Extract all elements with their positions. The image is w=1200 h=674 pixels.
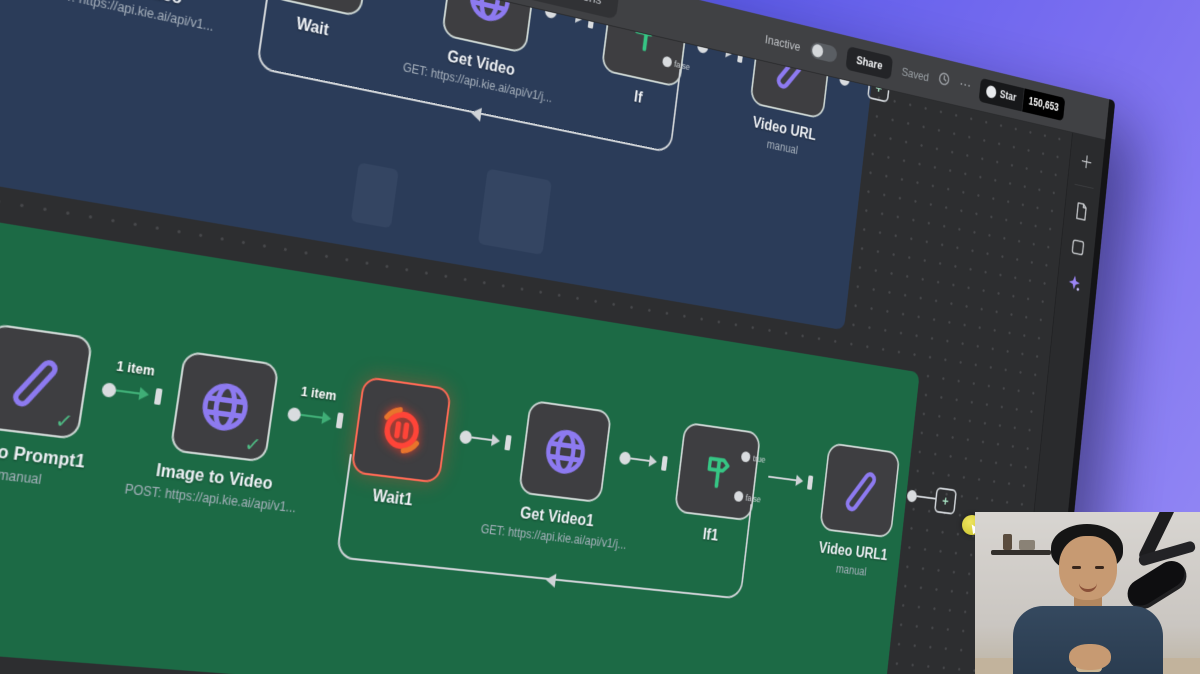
ai-assistant-icon[interactable] — [1064, 271, 1084, 297]
add-node-icon[interactable]: ＋ — [1079, 152, 1094, 174]
pencil-icon — [1, 349, 67, 414]
globe-icon — [539, 423, 591, 480]
rail-divider — [1074, 183, 1094, 189]
toggle-knob — [811, 43, 824, 59]
sticky-note-icon[interactable] — [1068, 234, 1088, 260]
node-video-prompt1[interactable]: ✓ Video Prompt1 manual — [0, 320, 110, 492]
node-image-to-video[interactable]: ✓ Image to Video POST: https://api.kie.a… — [124, 348, 297, 516]
person-hands — [1069, 644, 1111, 670]
node-video-url1[interactable]: Video URL1 manual — [802, 441, 911, 582]
github-star-label: Star — [999, 87, 1017, 104]
share-button[interactable]: Share — [845, 45, 894, 80]
success-check-icon: ✓ — [243, 433, 263, 458]
github-star-count: 150,653 — [1021, 87, 1066, 121]
signpost-icon — [697, 448, 738, 495]
person-eye — [1072, 566, 1081, 569]
pencil-icon — [838, 464, 883, 517]
success-check-icon: ✓ — [53, 409, 75, 435]
saved-status: Saved — [901, 64, 930, 84]
webcam-overlay — [975, 512, 1200, 674]
document-icon[interactable] — [1072, 199, 1092, 225]
ghost-highlight — [477, 168, 552, 255]
workflow-status-label: Inactive — [764, 31, 802, 54]
more-options-icon[interactable]: ⋯ — [958, 76, 972, 95]
workflow-canvas[interactable]: Video Prompt manual Text to Video POST: … — [0, 0, 1073, 674]
shelf-item — [1019, 540, 1035, 550]
history-icon[interactable] — [937, 71, 950, 91]
person-eye — [1095, 566, 1104, 569]
n8n-editor-screen: Editor Executions Evaluations Inactive S… — [0, 0, 1116, 674]
ghost-highlight — [350, 162, 399, 229]
activate-toggle[interactable] — [809, 40, 838, 64]
person-face — [1059, 536, 1117, 600]
globe-icon — [195, 376, 256, 438]
shelf-item — [1003, 534, 1012, 550]
add-node-endpoint[interactable]: + — [933, 486, 958, 515]
wait-running-icon — [373, 400, 429, 460]
person-mouth — [1079, 582, 1097, 592]
wall-shelf — [991, 550, 1051, 555]
github-icon — [985, 84, 997, 100]
